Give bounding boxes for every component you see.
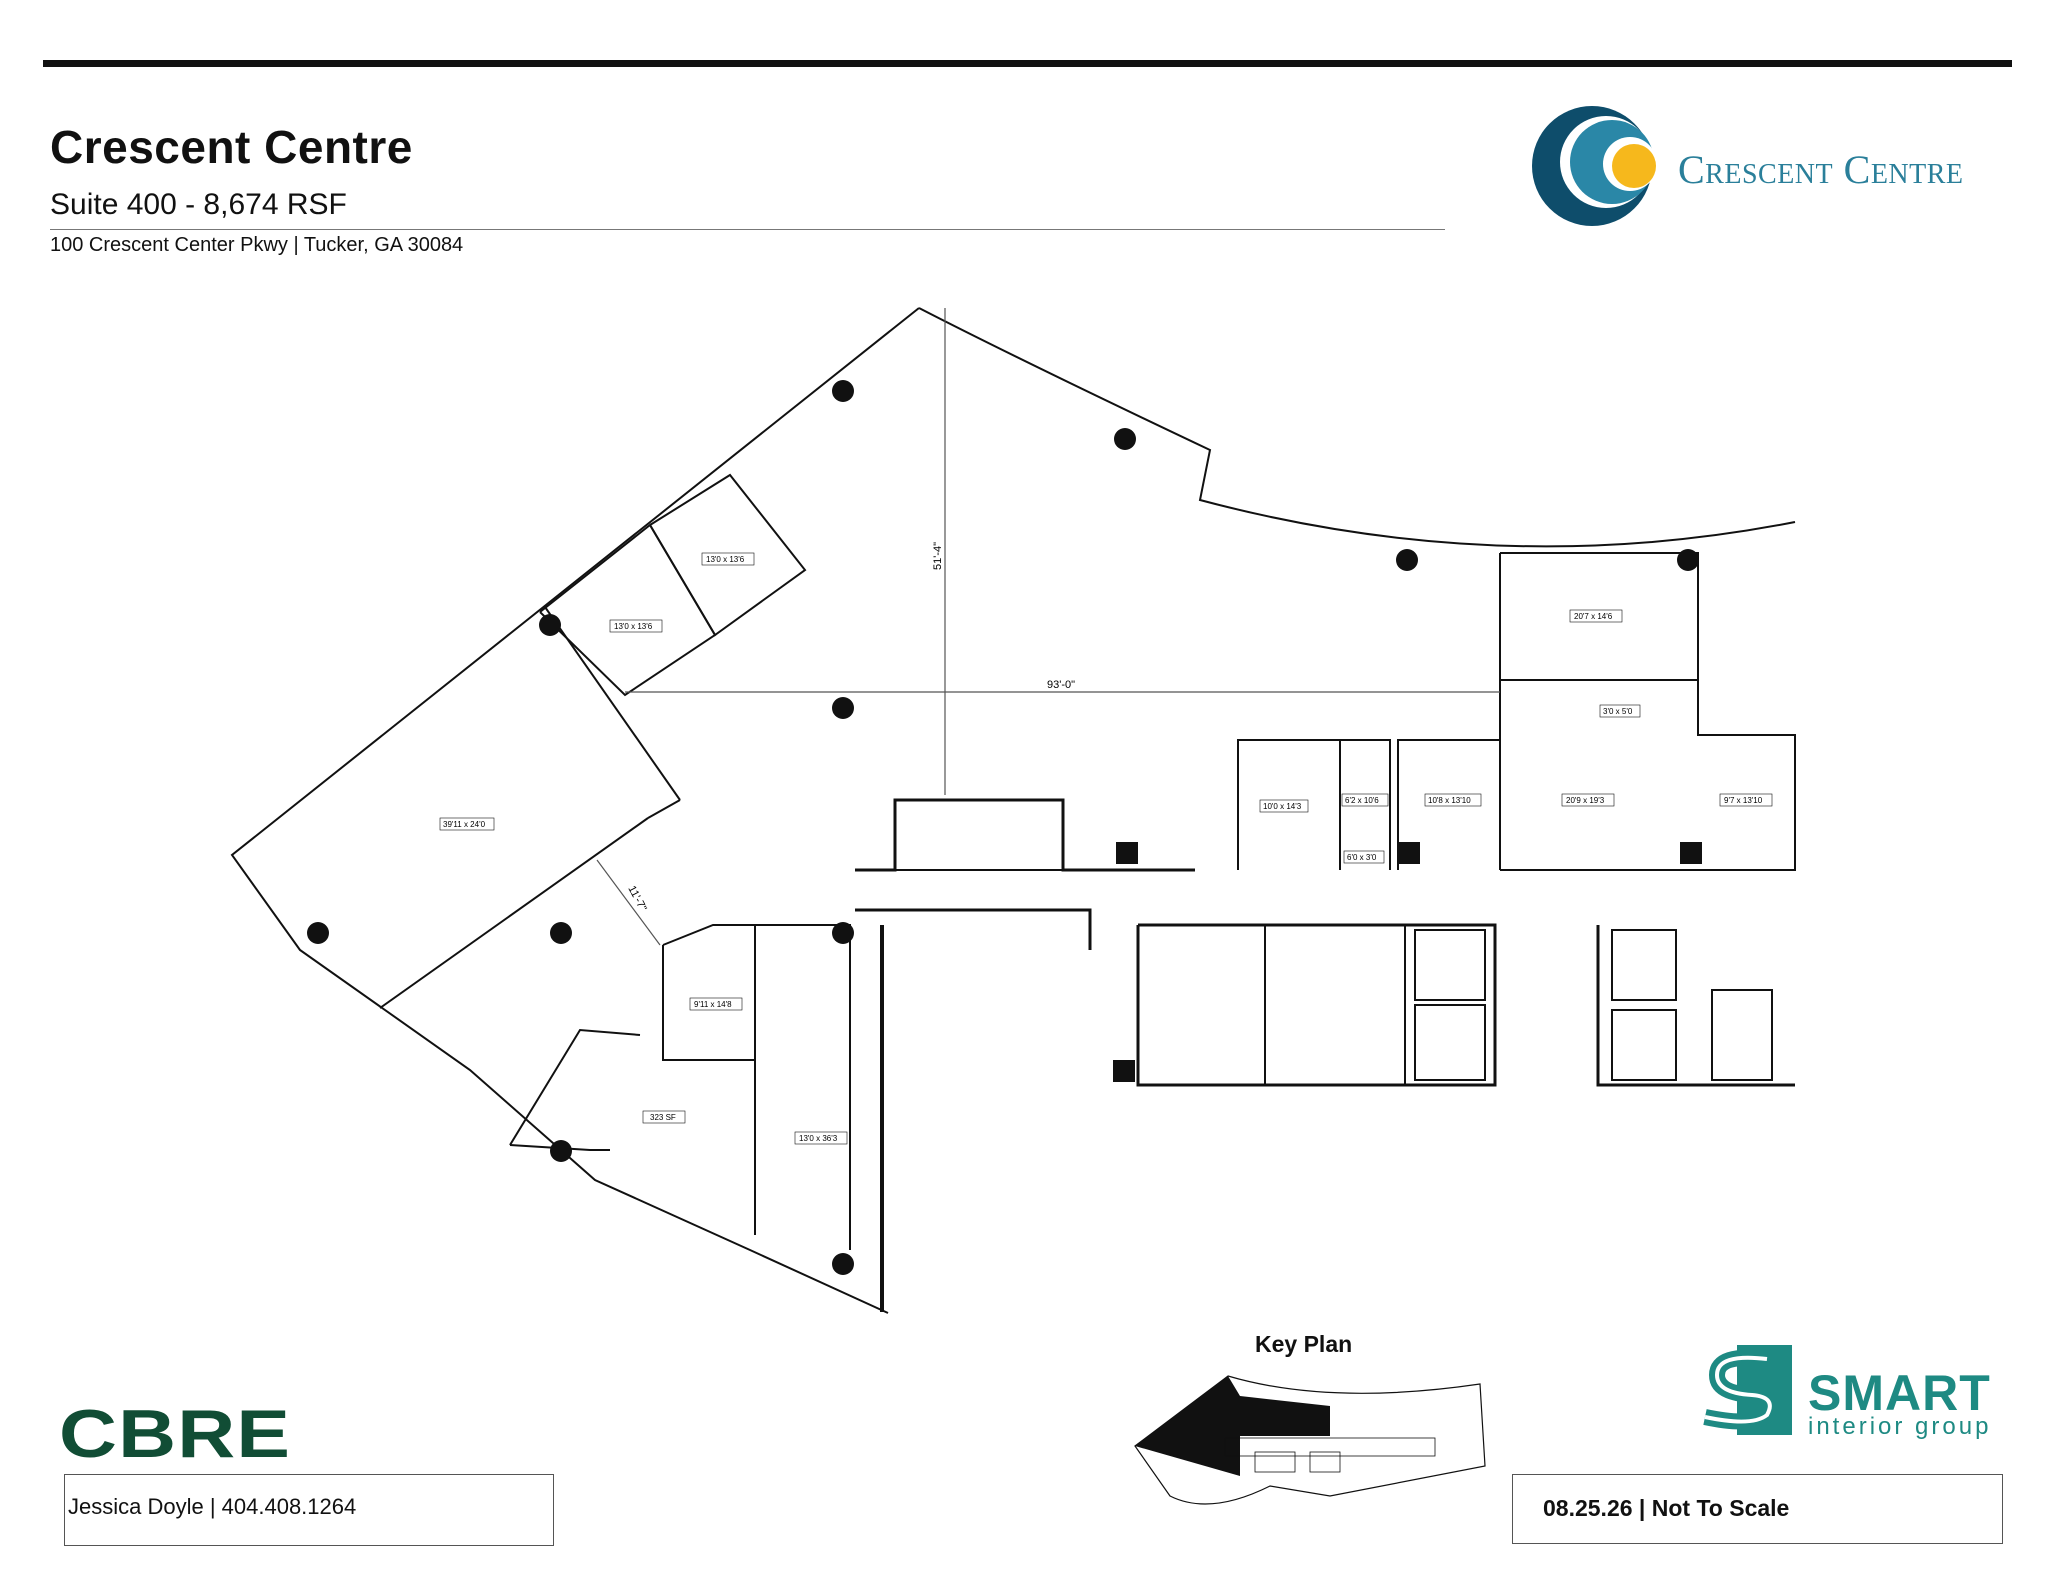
room-label: 323 SF — [650, 1113, 676, 1122]
room-label: 9'11 x 14'8 — [694, 1000, 732, 1009]
room-label: 3'0 x 5'0 — [1603, 707, 1633, 716]
top-rule — [43, 60, 2012, 67]
room-label: 13'0 x 36'3 — [799, 1134, 838, 1143]
suite-subtitle: Suite 400 - 8,674 RSF — [50, 188, 347, 221]
key-plan-title: Key Plan — [1255, 1331, 1353, 1357]
room-label: 20'7 x 14'6 — [1574, 612, 1613, 621]
room-label: 6'2 x 10'6 — [1345, 796, 1379, 805]
room-label: 10'0 x 14'3 — [1263, 802, 1302, 811]
room-label: 6'0 x 3'0 — [1347, 853, 1377, 862]
dimension-diagonal: 11'-7" — [625, 884, 648, 914]
contact-info: Jessica Doyle | 404.408.1264 — [68, 1494, 357, 1519]
room-label: 10'8 x 13'10 — [1428, 796, 1471, 805]
room-label: 13'0 x 13'6 — [706, 555, 745, 564]
room-label: 13'0 x 13'6 — [614, 622, 653, 631]
cbre-logo: CBRE — [59, 1396, 292, 1472]
exterior-wall-top — [918, 307, 1796, 548]
crescent-centre-logo-icon — [1532, 106, 1657, 226]
dimension-horizontal: 93'-0" — [1047, 679, 1075, 691]
room-label: 20'9 x 19'3 — [1566, 796, 1605, 805]
key-plan-icon — [1134, 1375, 1486, 1505]
room-label: 9'7 x 13'10 — [1724, 796, 1763, 805]
room-label: 39'11 x 24'0 — [443, 820, 486, 829]
exterior-wall-left — [230, 307, 920, 1314]
building-address: 100 Crescent Center Pkwy | Tucker, GA 30… — [50, 234, 464, 256]
dimension-vertical: 51'-4" — [932, 542, 944, 570]
smart-logo-subtext: interior group — [1808, 1413, 1992, 1440]
date-note: 08.25.26 | Not To Scale — [1543, 1495, 1790, 1521]
crescent-centre-logo-text: Crescent Centre — [1678, 147, 1964, 192]
contact-box — [64, 1474, 554, 1546]
page-title: Crescent Centre — [50, 121, 413, 173]
date-box — [1512, 1474, 2003, 1544]
header-divider — [50, 229, 1445, 230]
smart-logo-icon — [1703, 1345, 1792, 1435]
smart-logo-text: SMART — [1808, 1365, 1991, 1421]
